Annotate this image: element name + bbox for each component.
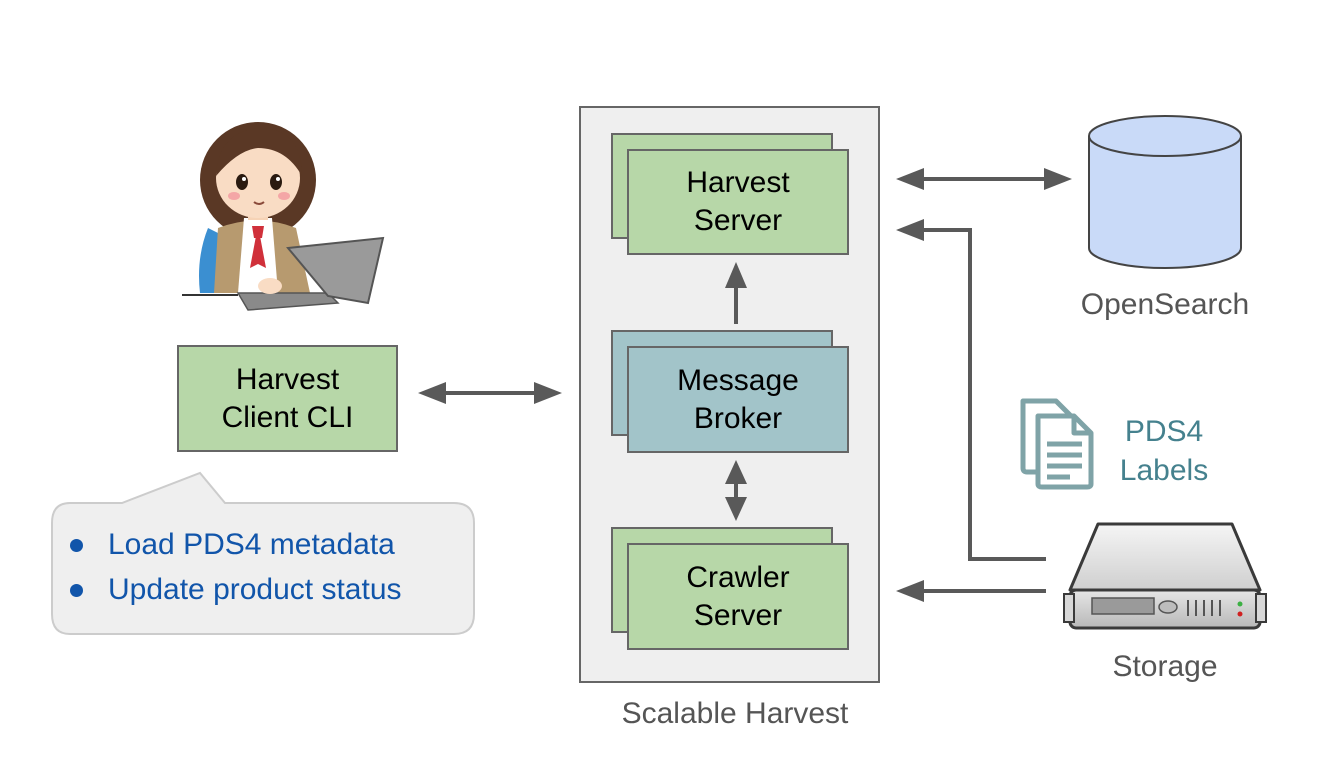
opensearch-caption: OpenSearch <box>1080 288 1250 321</box>
harvest-server-line1: Harvest <box>686 166 790 199</box>
user-at-laptop-icon <box>182 122 385 311</box>
scalable-harvest-caption: Scalable Harvest <box>621 697 849 730</box>
server-icon <box>1063 522 1267 630</box>
arrow-left-icon <box>896 580 924 602</box>
list-item: Update product status <box>70 567 460 612</box>
arrow-up-icon <box>725 262 747 288</box>
crawler-server-label: Crawler Server <box>627 543 849 650</box>
storage-caption: Storage <box>1112 650 1218 683</box>
harvest-client-cli-line2: Client CLI <box>221 400 354 434</box>
arrow-down-icon <box>725 497 747 521</box>
crawler-server-line1: Crawler <box>686 560 790 594</box>
documents-icon <box>1020 398 1094 490</box>
client-connector-line <box>440 391 540 395</box>
storage-elbow-vertical <box>968 228 972 561</box>
pds4-labels-line1: PDS4 <box>1124 415 1204 448</box>
arrow-right-icon <box>1044 168 1072 190</box>
server-opensearch-line <box>918 177 1052 181</box>
arrow-left-icon <box>418 382 446 404</box>
harvest-client-cli-label: Harvest Client CLI <box>177 345 398 452</box>
message-broker-line1: Message <box>677 363 799 397</box>
client-feature-list: Load PDS4 metadata Update product status <box>70 522 460 612</box>
message-broker-box <box>627 346 849 453</box>
message-broker-line2: Broker <box>693 401 783 435</box>
speech-bubble <box>51 471 475 635</box>
arrow-left-icon <box>896 219 924 241</box>
broker-to-server-line <box>734 280 738 324</box>
harvest-client-cli-box <box>177 345 398 452</box>
broker-crawler-line <box>734 476 738 504</box>
database-icon <box>1088 115 1242 269</box>
pds4-labels-text: PDS4 Labels <box>1100 412 1228 490</box>
storage-elbow-bottom <box>968 557 1046 561</box>
arrow-left-icon <box>896 168 924 190</box>
harvest-server-line2: Server <box>693 204 783 237</box>
message-broker-label: Message Broker <box>627 346 849 453</box>
storage-crawler-line <box>918 589 1046 593</box>
list-item: Load PDS4 metadata <box>70 522 460 567</box>
bullet-icon <box>70 584 83 597</box>
bullet-icon <box>70 539 83 552</box>
crawler-server-box <box>627 543 849 650</box>
arrow-right-icon <box>534 382 562 404</box>
storage-elbow-horizontal <box>918 228 972 232</box>
harvest-server-box <box>627 149 849 255</box>
arrow-up-icon <box>725 460 747 484</box>
list-item-text: Update product status <box>108 573 402 606</box>
crawler-server-line2: Server <box>693 598 783 632</box>
harvest-client-cli-line1: Harvest <box>235 362 340 396</box>
harvest-server-label: Harvest Server <box>627 149 849 255</box>
pds4-labels-line2: Labels <box>1119 454 1209 487</box>
list-item-text: Load PDS4 metadata <box>108 528 395 561</box>
